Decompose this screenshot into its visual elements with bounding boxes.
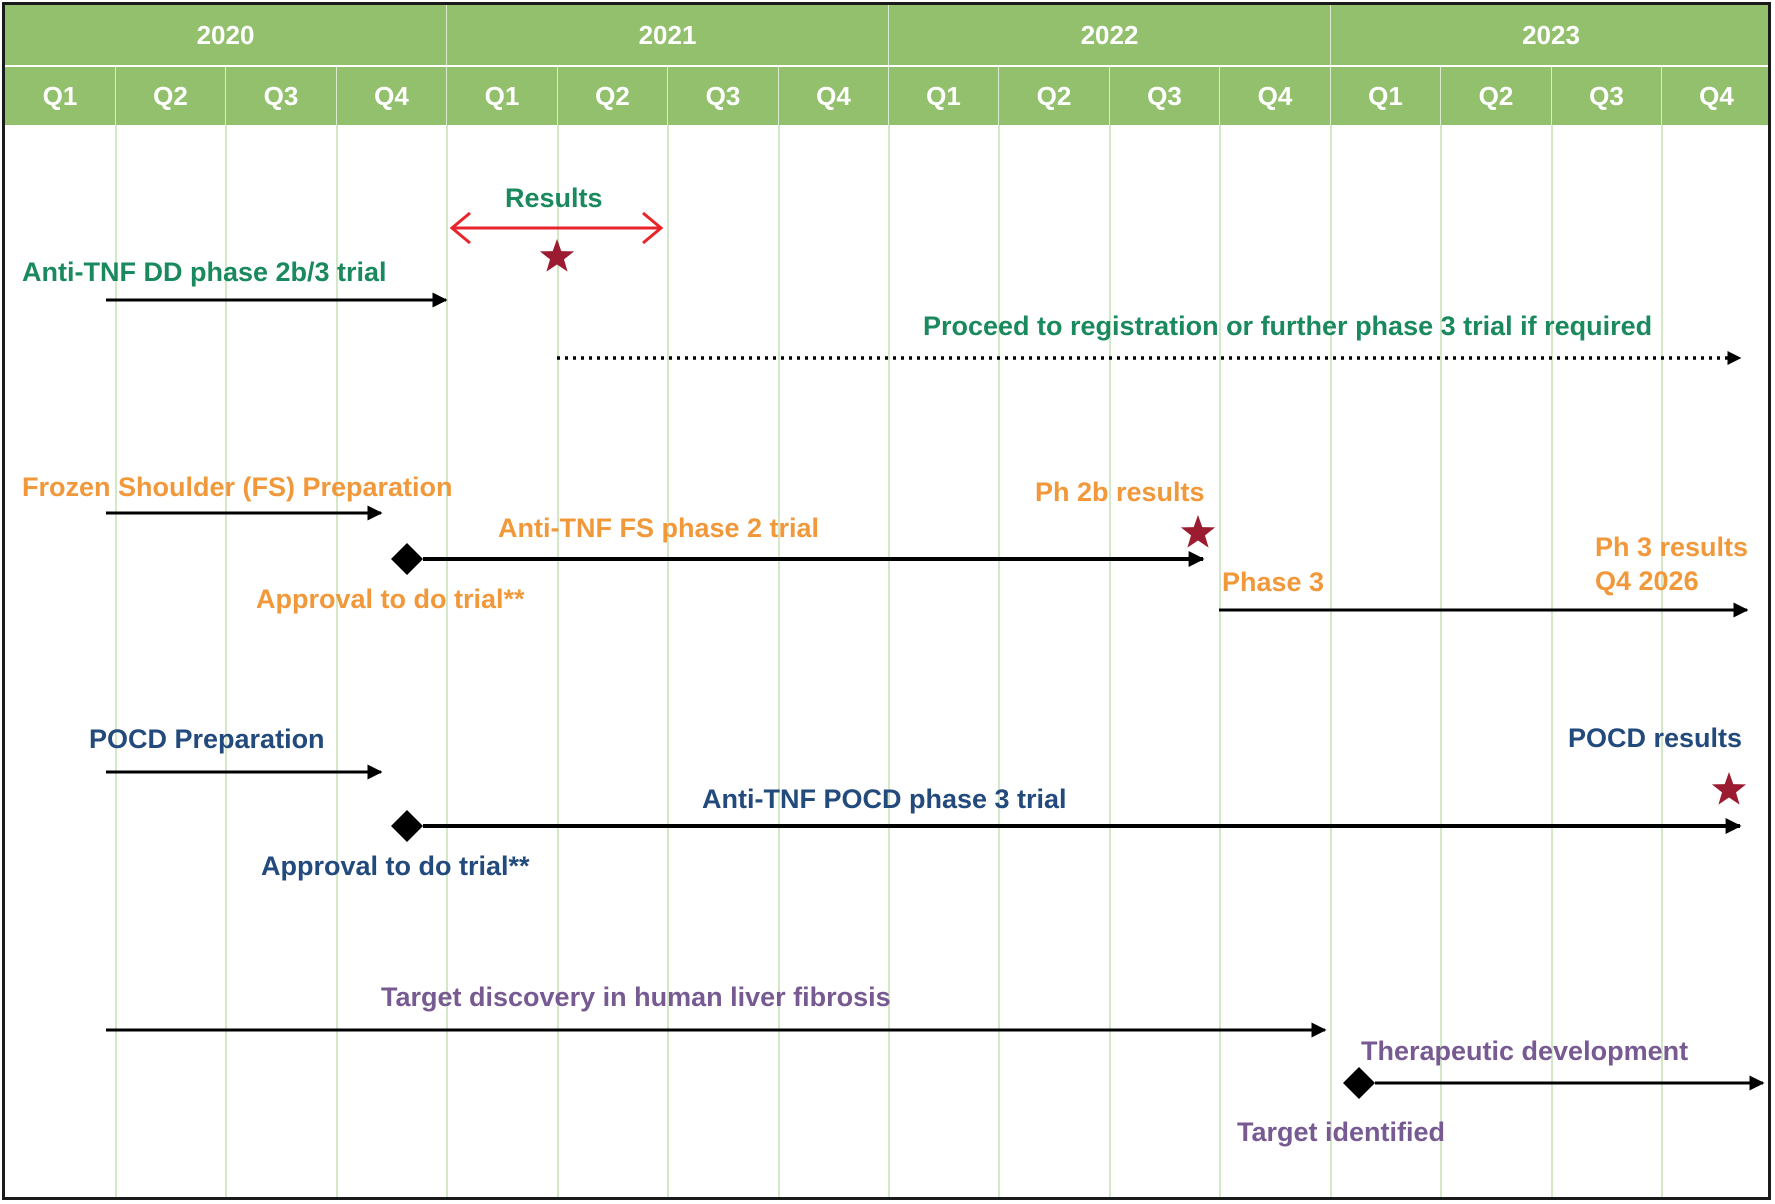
phase3-label: Phase 3 — [1222, 567, 1325, 597]
quarter-2022-q3: Q3 — [1109, 67, 1219, 125]
pocd-trial-label: Anti-TNF POCD phase 3 trial — [702, 784, 1067, 814]
quarter-gridline — [557, 125, 559, 1197]
pocd-prep-label: POCD Preparation — [89, 724, 325, 754]
year-2022: 2022 — [888, 5, 1330, 65]
pocd-approval-label: Approval to do trial** — [261, 851, 530, 881]
fs-ph2b-star-icon — [1180, 515, 1216, 548]
fs-approval-diamond-icon — [391, 543, 423, 575]
target-identified-label: Target identified — [1237, 1117, 1446, 1147]
liver-discovery-label: Target discovery in human liver fibrosis — [381, 982, 891, 1012]
pocd-results-label: POCD results — [1568, 723, 1743, 753]
quarter-2023-q4: Q4 — [1661, 67, 1768, 125]
quarter-gridline — [667, 125, 669, 1197]
dd-results-star-icon — [539, 239, 575, 272]
quarter-gridline — [888, 125, 890, 1197]
dd-trial-label: Anti-TNF DD phase 2b/3 trial — [22, 257, 387, 287]
quarter-gridline — [1219, 125, 1221, 1197]
year-2021: 2021 — [446, 5, 888, 65]
fs-prep-label: Frozen Shoulder (FS) Preparation — [22, 472, 453, 502]
quarter-gridline — [1330, 125, 1332, 1197]
therapeutic-dev-label: Therapeutic development — [1361, 1036, 1689, 1066]
quarter-2021-q2: Q2 — [557, 67, 667, 125]
quarter-gridline — [998, 125, 1000, 1197]
quarter-header-row: Q1 Q2 Q3 Q4 Q1 Q2 Q3 Q4 Q1 Q2 Q3 Q4 Q1 Q… — [5, 65, 1768, 125]
quarter-2022-q2: Q2 — [998, 67, 1109, 125]
quarter-gridline — [1440, 125, 1442, 1197]
quarter-2021-q1: Q1 — [446, 67, 557, 125]
results-range-arrow — [449, 211, 664, 245]
fs-approval-label: Approval to do trial** — [256, 584, 525, 614]
quarter-gridline — [446, 125, 448, 1197]
quarter-2020-q3: Q3 — [225, 67, 336, 125]
ph2b-results-label: Ph 2b results — [1035, 477, 1205, 507]
proceed-registration-label: Proceed to registration or further phase… — [923, 311, 1653, 341]
quarter-gridline — [1109, 125, 1111, 1197]
target-identified-diamond-icon — [1343, 1067, 1375, 1099]
quarter-2023-q3: Q3 — [1551, 67, 1661, 125]
quarter-gridline — [225, 125, 227, 1197]
quarter-2020-q1: Q1 — [42, 80, 78, 111]
timeline-graphics — [106, 211, 1765, 1099]
year-2023: 2023 — [1330, 5, 1768, 65]
pocd-approval-diamond-icon — [391, 810, 423, 842]
results-label: Results — [505, 183, 603, 213]
quarter-gridline — [115, 125, 117, 1197]
quarter-2023-q2: Q2 — [1440, 67, 1551, 125]
quarter-2022-q1: Q1 — [888, 67, 998, 125]
quarter-2021-q4: Q4 — [778, 67, 888, 125]
pocd-results-star-icon — [1711, 772, 1747, 805]
ph3-results-date: Q4 2026 — [1595, 566, 1699, 596]
quarter-2020-q2: Q2 — [115, 67, 225, 125]
quarter-gridline — [336, 125, 338, 1197]
year-header-row: 2020 2021 2022 2023 — [5, 5, 1768, 65]
quarter-2021-q3: Q3 — [667, 67, 778, 125]
fs-trial-label: Anti-TNF FS phase 2 trial — [498, 513, 820, 543]
quarter-2022-q4: Q4 — [1219, 67, 1330, 125]
ph3-results-label: Ph 3 results — [1595, 532, 1749, 562]
quarter-gridline — [1551, 125, 1553, 1197]
quarter-gridline — [778, 125, 780, 1197]
quarter-gridline — [1661, 125, 1663, 1197]
quarter-2020-q4: Q4 — [336, 67, 446, 125]
quarter-2023-q1: Q1 — [1330, 67, 1440, 125]
year-2020: 2020 — [196, 19, 255, 50]
